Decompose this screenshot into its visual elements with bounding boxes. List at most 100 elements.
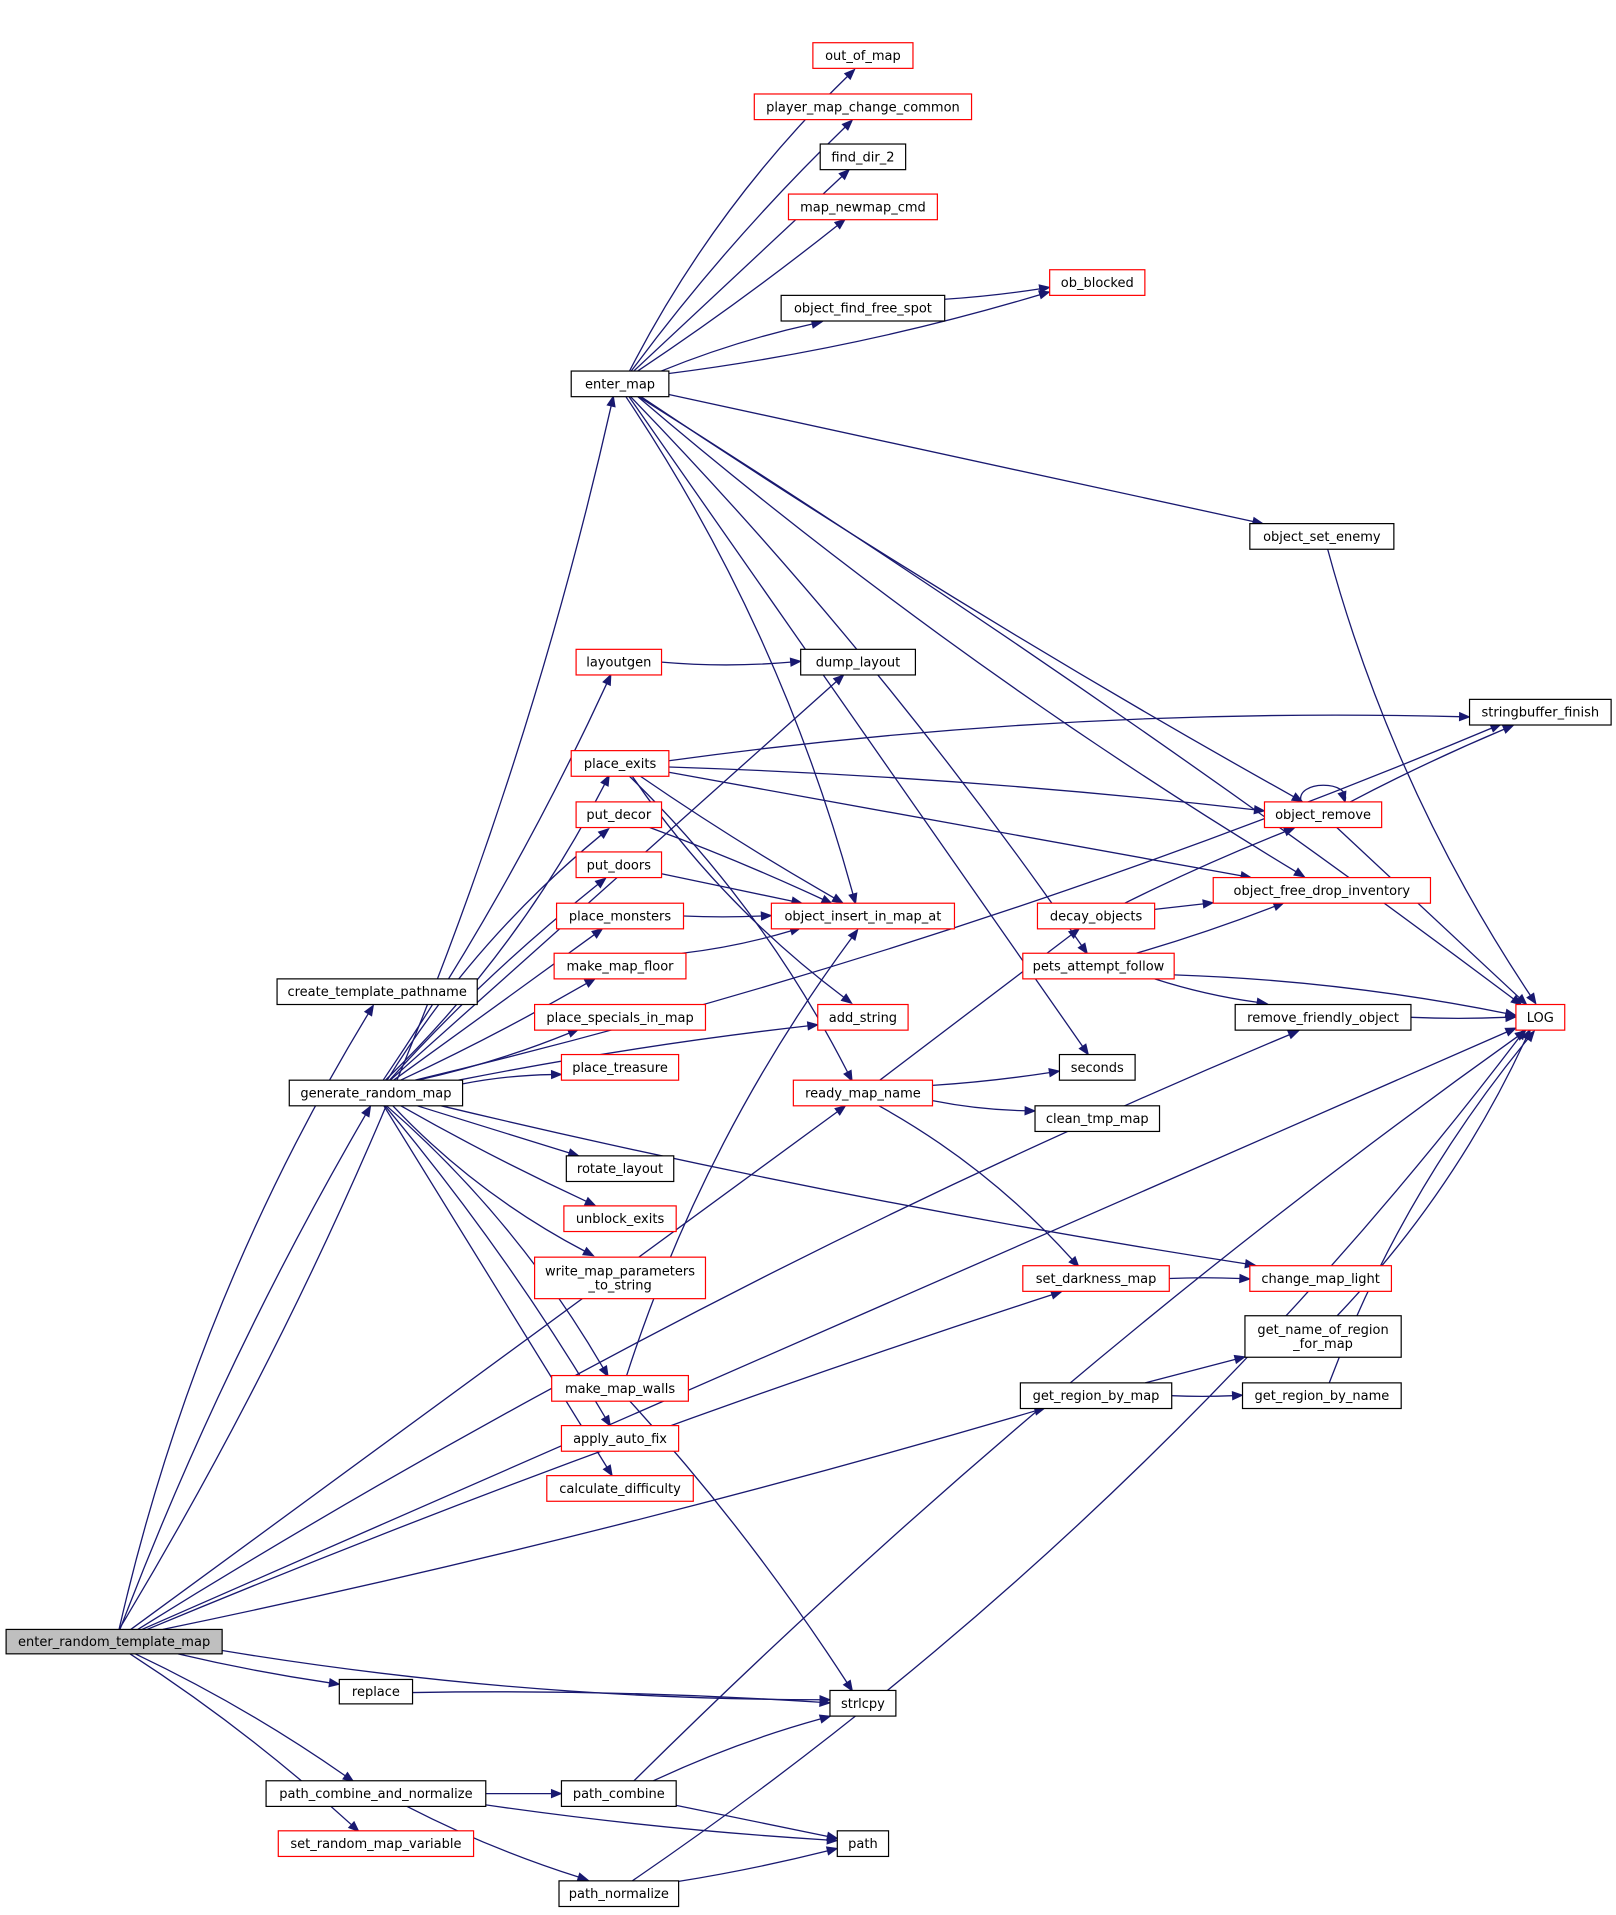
node-box[interactable] [1058, 1053, 1136, 1081]
node-place_exits[interactable]: place_exits [570, 750, 670, 777]
node-box[interactable] [5, 1628, 223, 1655]
node-box[interactable] [792, 1079, 934, 1107]
node-box[interactable] [1212, 876, 1432, 904]
node-object_insert_in_map_at[interactable]: object_insert_in_map_at [770, 902, 956, 930]
node-path_combine_and_normalize[interactable]: path_combine_and_normalize [265, 1780, 487, 1808]
node-object_find_free_spot[interactable]: object_find_free_spot [780, 294, 946, 322]
node-box[interactable] [1468, 698, 1612, 726]
node-seconds[interactable]: seconds [1058, 1053, 1136, 1081]
node-layoutgen[interactable]: layoutgen [575, 648, 663, 676]
node-box[interactable] [780, 294, 946, 322]
node-box[interactable] [1515, 1003, 1566, 1031]
node-box[interactable] [575, 851, 663, 879]
node-change_map_light[interactable]: change_map_light [1249, 1265, 1393, 1292]
node-box[interactable] [1249, 1265, 1393, 1292]
node-out_of_map[interactable]: out_of_map [812, 42, 914, 69]
node-box[interactable] [817, 1003, 909, 1031]
node-box[interactable] [1049, 269, 1146, 296]
node-unblock_exits[interactable]: unblock_exits [563, 1205, 677, 1233]
node-box[interactable] [1022, 952, 1175, 980]
node-box[interactable] [819, 143, 907, 171]
node-box[interactable] [288, 1079, 464, 1107]
node-write_map_parameters[interactable]: write_map_parameters_to_string [533, 1256, 707, 1300]
node-box[interactable] [563, 1205, 677, 1233]
node-remove_friendly_object[interactable]: remove_friendly_object [1234, 1003, 1412, 1031]
node-box[interactable] [812, 42, 914, 69]
node-put_decor[interactable]: put_decor [575, 801, 663, 829]
node-get_region_by_name[interactable]: get_region_by_name [1241, 1382, 1402, 1410]
node-box[interactable] [753, 93, 973, 121]
node-rotate_layout[interactable]: rotate_layout [565, 1155, 675, 1183]
node-find_dir_2[interactable]: find_dir_2 [819, 143, 907, 171]
node-create_template_pathname[interactable]: create_template_pathname [276, 978, 478, 1006]
node-box[interactable] [1249, 523, 1395, 550]
node-box[interactable] [546, 1475, 694, 1502]
node-make_map_walls[interactable]: make_map_walls [551, 1374, 689, 1402]
node-box[interactable] [575, 801, 663, 829]
node-box[interactable] [533, 1256, 707, 1300]
node-box[interactable] [560, 1424, 680, 1452]
node-set_random_map_variable[interactable]: set_random_map_variable [277, 1830, 475, 1858]
node-box[interactable] [1019, 1382, 1173, 1410]
node-box[interactable] [1234, 1003, 1412, 1031]
node-strlcpy[interactable]: strlcpy [829, 1689, 897, 1717]
node-box[interactable] [800, 648, 917, 676]
node-decay_objects[interactable]: decay_objects [1036, 902, 1156, 930]
node-pets_attempt_follow[interactable]: pets_attempt_follow [1022, 952, 1175, 980]
node-put_doors[interactable]: put_doors [575, 851, 663, 879]
node-path_normalize[interactable]: path_normalize [558, 1880, 680, 1908]
node-object_remove[interactable]: object_remove [1263, 801, 1383, 829]
node-box[interactable] [770, 902, 956, 930]
node-box[interactable] [338, 1678, 414, 1705]
node-box[interactable] [787, 193, 938, 221]
node-set_darkness_map[interactable]: set_darkness_map [1022, 1265, 1170, 1292]
node-box[interactable] [553, 952, 687, 980]
node-map_newmap_cmd[interactable]: map_newmap_cmd [787, 193, 938, 221]
node-generate_random_map[interactable]: generate_random_map [288, 1079, 464, 1107]
node-place_specials_in_map[interactable]: place_specials_in_map [533, 1003, 707, 1031]
node-get_region_by_map[interactable]: get_region_by_map [1019, 1382, 1173, 1410]
node-get_name_of_region_for_map[interactable]: get_name_of_region_for_map [1244, 1315, 1402, 1358]
node-box[interactable] [829, 1689, 897, 1717]
node-box[interactable] [565, 1155, 675, 1183]
node-add_string[interactable]: add_string [817, 1003, 909, 1031]
node-object_free_drop_inventory[interactable]: object_free_drop_inventory [1212, 876, 1432, 904]
node-object_set_enemy[interactable]: object_set_enemy [1249, 523, 1395, 550]
node-box[interactable] [575, 648, 663, 676]
node-clean_tmp_map[interactable]: clean_tmp_map [1034, 1105, 1161, 1133]
node-box[interactable] [570, 370, 670, 398]
node-replace[interactable]: replace [338, 1678, 414, 1705]
node-ready_map_name[interactable]: ready_map_name [792, 1079, 934, 1107]
node-box[interactable] [1241, 1382, 1402, 1410]
node-box[interactable] [265, 1780, 487, 1808]
node-box[interactable] [533, 1003, 707, 1031]
node-box[interactable] [1244, 1315, 1402, 1358]
node-dump_layout[interactable]: dump_layout [800, 648, 917, 676]
node-ob_blocked[interactable]: ob_blocked [1049, 269, 1146, 296]
node-box[interactable] [570, 750, 670, 777]
node-box[interactable] [1022, 1265, 1170, 1292]
node-box[interactable] [558, 1880, 680, 1908]
node-apply_auto_fix[interactable]: apply_auto_fix [560, 1424, 680, 1452]
node-box[interactable] [560, 1053, 680, 1081]
node-LOG[interactable]: LOG [1515, 1003, 1566, 1031]
node-stringbuffer_finish[interactable]: stringbuffer_finish [1468, 698, 1612, 726]
node-enter_random_template_map[interactable]: enter_random_template_map [5, 1628, 223, 1655]
node-path[interactable]: path [836, 1830, 890, 1858]
node-box[interactable] [836, 1830, 890, 1858]
node-box[interactable] [560, 1780, 677, 1808]
node-player_map_change_common[interactable]: player_map_change_common [753, 93, 973, 121]
node-place_treasure[interactable]: place_treasure [560, 1053, 680, 1081]
node-box[interactable] [1034, 1105, 1161, 1133]
node-box[interactable] [277, 1830, 475, 1858]
node-box[interactable] [551, 1374, 689, 1402]
node-make_map_floor[interactable]: make_map_floor [553, 952, 687, 980]
node-box[interactable] [1036, 902, 1156, 930]
node-enter_map[interactable]: enter_map [570, 370, 670, 398]
node-box[interactable] [1263, 801, 1383, 829]
node-calculate_difficulty[interactable]: calculate_difficulty [546, 1475, 694, 1502]
node-box[interactable] [555, 902, 685, 930]
node-box[interactable] [276, 978, 478, 1006]
node-path_combine[interactable]: path_combine [560, 1780, 677, 1808]
node-place_monsters[interactable]: place_monsters [555, 902, 685, 930]
